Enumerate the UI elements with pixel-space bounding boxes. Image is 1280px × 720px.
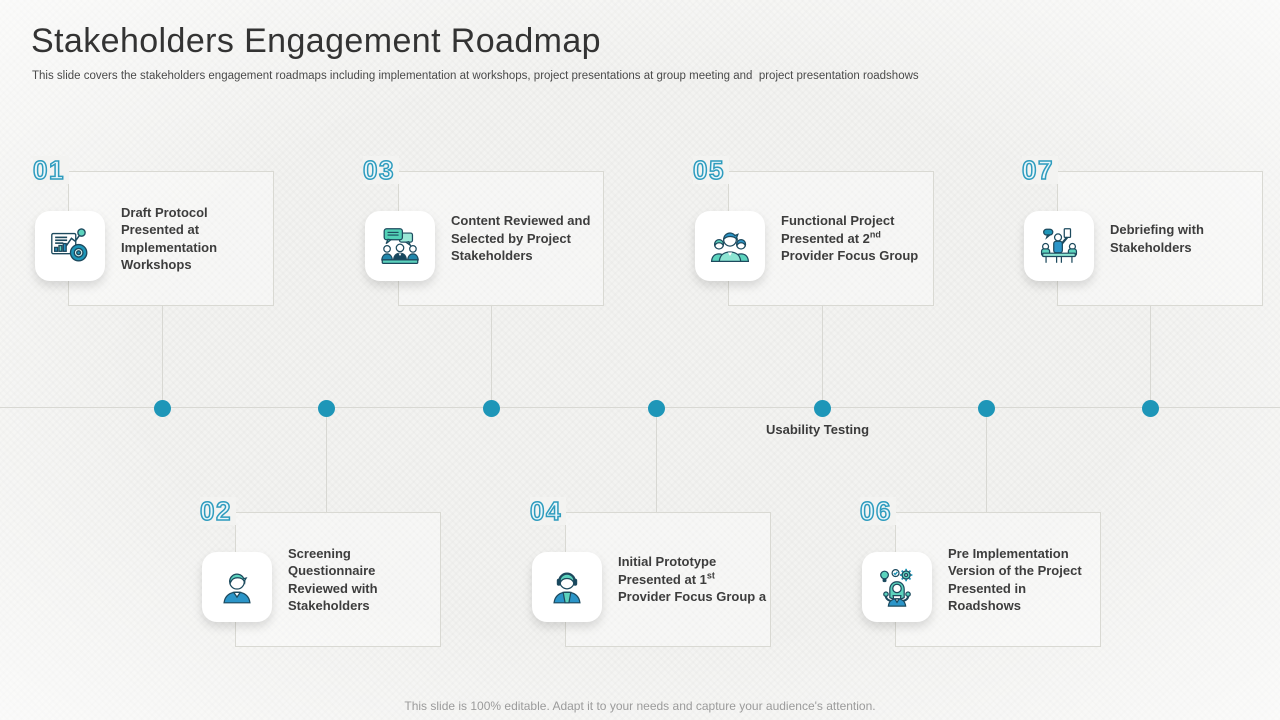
connector-line — [491, 306, 492, 408]
milestone-number: 04 — [529, 497, 566, 525]
debriefing-meeting-icon — [1024, 211, 1094, 281]
milestone-03: 03 Content Reviewed and Selected by Proj… — [362, 156, 604, 306]
milestone-number: 05 — [692, 156, 729, 184]
connector-line — [822, 306, 823, 408]
usability-testing-label: Usability Testing — [766, 422, 870, 437]
timeline-line — [0, 407, 1280, 408]
milestone-number: 03 — [362, 156, 399, 184]
connector-line — [162, 306, 163, 408]
milestone-title: Pre Implementation Version of the Projec… — [948, 545, 1082, 614]
timeline-dot — [154, 400, 171, 417]
connector-line — [656, 408, 657, 512]
timeline-dot — [814, 400, 831, 417]
footer-note: This slide is 100% editable. Adapt it to… — [404, 699, 876, 713]
milestone-title: Content Reviewed and Selected by Project… — [451, 213, 591, 264]
connector-line — [326, 408, 327, 512]
milestone-07: 07 Debriefing with Stakeholders — [1021, 156, 1263, 306]
analytics-presentation-icon — [35, 211, 105, 281]
milestone-06: 06 — [859, 497, 1101, 647]
milestone-04: 04 Initial Prototype Presented at 1st Pr… — [529, 497, 771, 647]
milestone-01: 01 Draft Protocol Presented at Implement… — [32, 156, 274, 306]
milestone-number: 02 — [199, 497, 236, 525]
milestone-number: 01 — [32, 156, 69, 184]
milestone-title: Functional Project Presented at 2nd Prov… — [781, 213, 919, 264]
timeline-dot — [318, 400, 335, 417]
connector-line — [1150, 306, 1151, 408]
timeline-dot — [648, 400, 665, 417]
timeline-dot — [483, 400, 500, 417]
team-group-icon — [695, 211, 765, 281]
male-user-icon — [202, 552, 272, 622]
milestone-title: Debriefing with Stakeholders — [1110, 222, 1204, 255]
milestone-title: Initial Prototype Presented at 1st Provi… — [618, 554, 767, 605]
milestone-title: Draft Protocol Presented at Implementati… — [121, 204, 218, 273]
milestone-02: 02 Screening Questionnaire Reviewed with… — [199, 497, 441, 647]
creative-person-ideas-icon — [862, 552, 932, 622]
page-subtitle: This slide covers the stakeholders engag… — [32, 70, 919, 82]
milestone-05: 05 Functional Project Presented at 2nd P… — [692, 156, 934, 306]
group-discussion-chat-icon — [365, 211, 435, 281]
milestone-number: 07 — [1021, 156, 1058, 184]
page-title: Stakeholders Engagement Roadmap — [31, 22, 601, 60]
male-user-headset-icon — [532, 552, 602, 622]
milestone-title: Screening Questionnaire Reviewed with St… — [288, 545, 378, 614]
timeline-dot — [978, 400, 995, 417]
connector-line — [986, 408, 987, 512]
timeline-dot — [1142, 400, 1159, 417]
milestone-number: 06 — [859, 497, 896, 525]
